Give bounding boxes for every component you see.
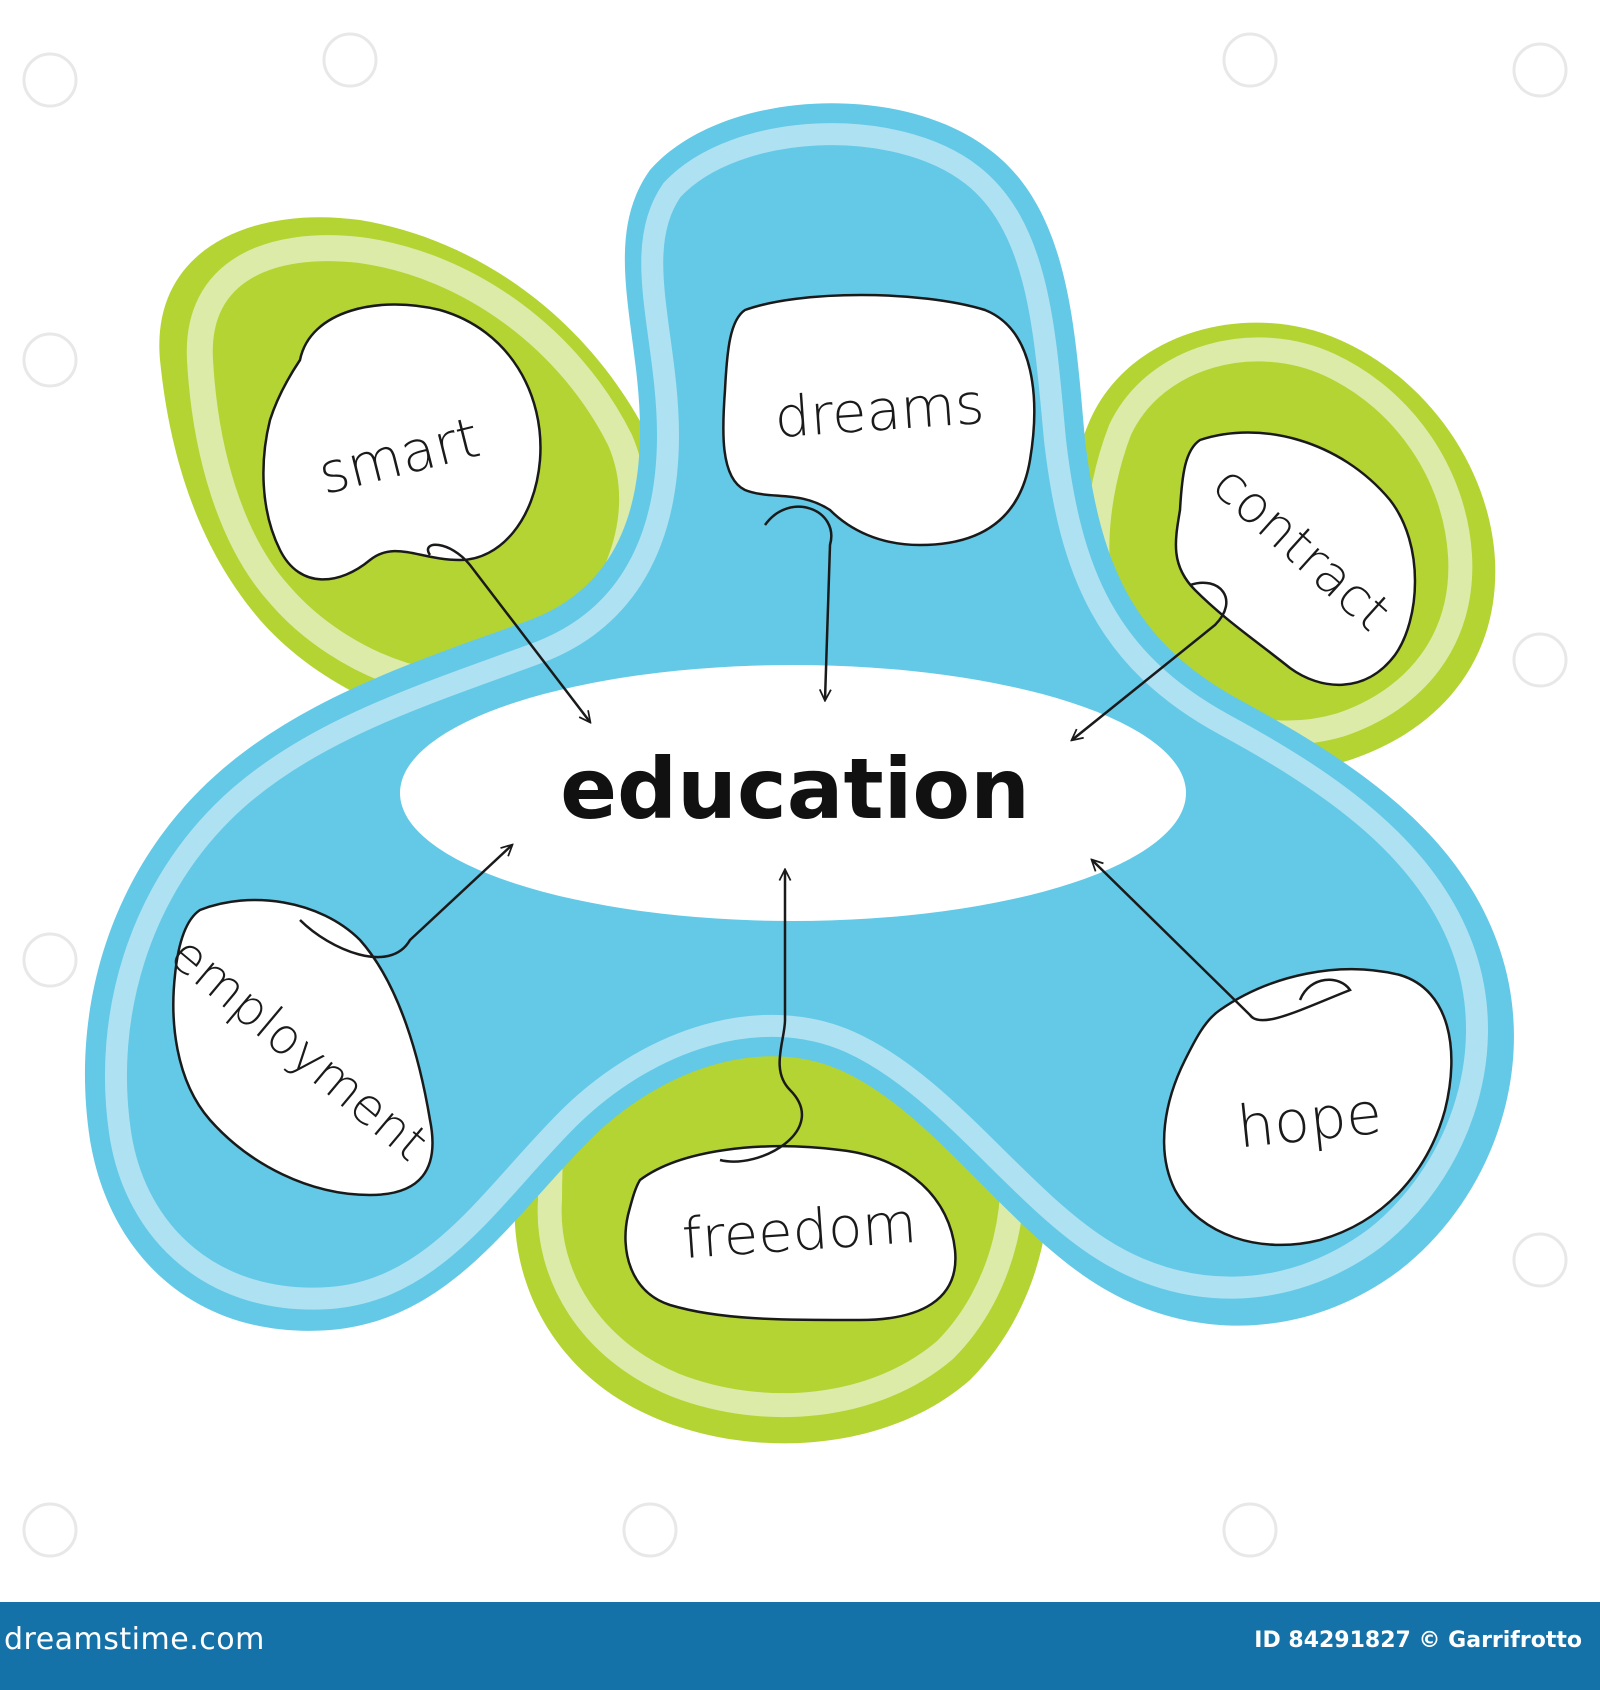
node-freedom: freedom [624,1145,957,1322]
stock-footer-bar: dreamstime.com ID 84291827 © Garrifrotto [0,1602,1600,1690]
node-label: hope [1234,1079,1385,1162]
center-hub: education [400,662,1186,921]
watermark-swirls [22,32,1568,1558]
connector-arrows [299,505,1352,1163]
node-smart: smart [262,303,542,581]
image-credit: ID 84291827 © Garrifrotto [1254,1628,1582,1653]
arrow-employment [299,845,512,959]
arrow-dreams [763,505,833,700]
arrow-smart [426,543,590,722]
arrow-contract [1072,581,1228,740]
node-contract: contract [1174,431,1417,686]
arrow-hope [1092,860,1352,1022]
arrow-freedom [719,870,804,1163]
dreamstime-logo: dreamstime.com [4,1622,265,1657]
center-ellipse [400,665,1186,921]
node-employment: employment [160,898,439,1197]
education-mind-map: education smart dreams contract employme… [22,32,1568,1558]
node-label: dreams [772,372,986,451]
node-dreams: dreams [722,293,1036,547]
node-hope: hope [1162,968,1453,1247]
center-label: education [560,740,1030,838]
